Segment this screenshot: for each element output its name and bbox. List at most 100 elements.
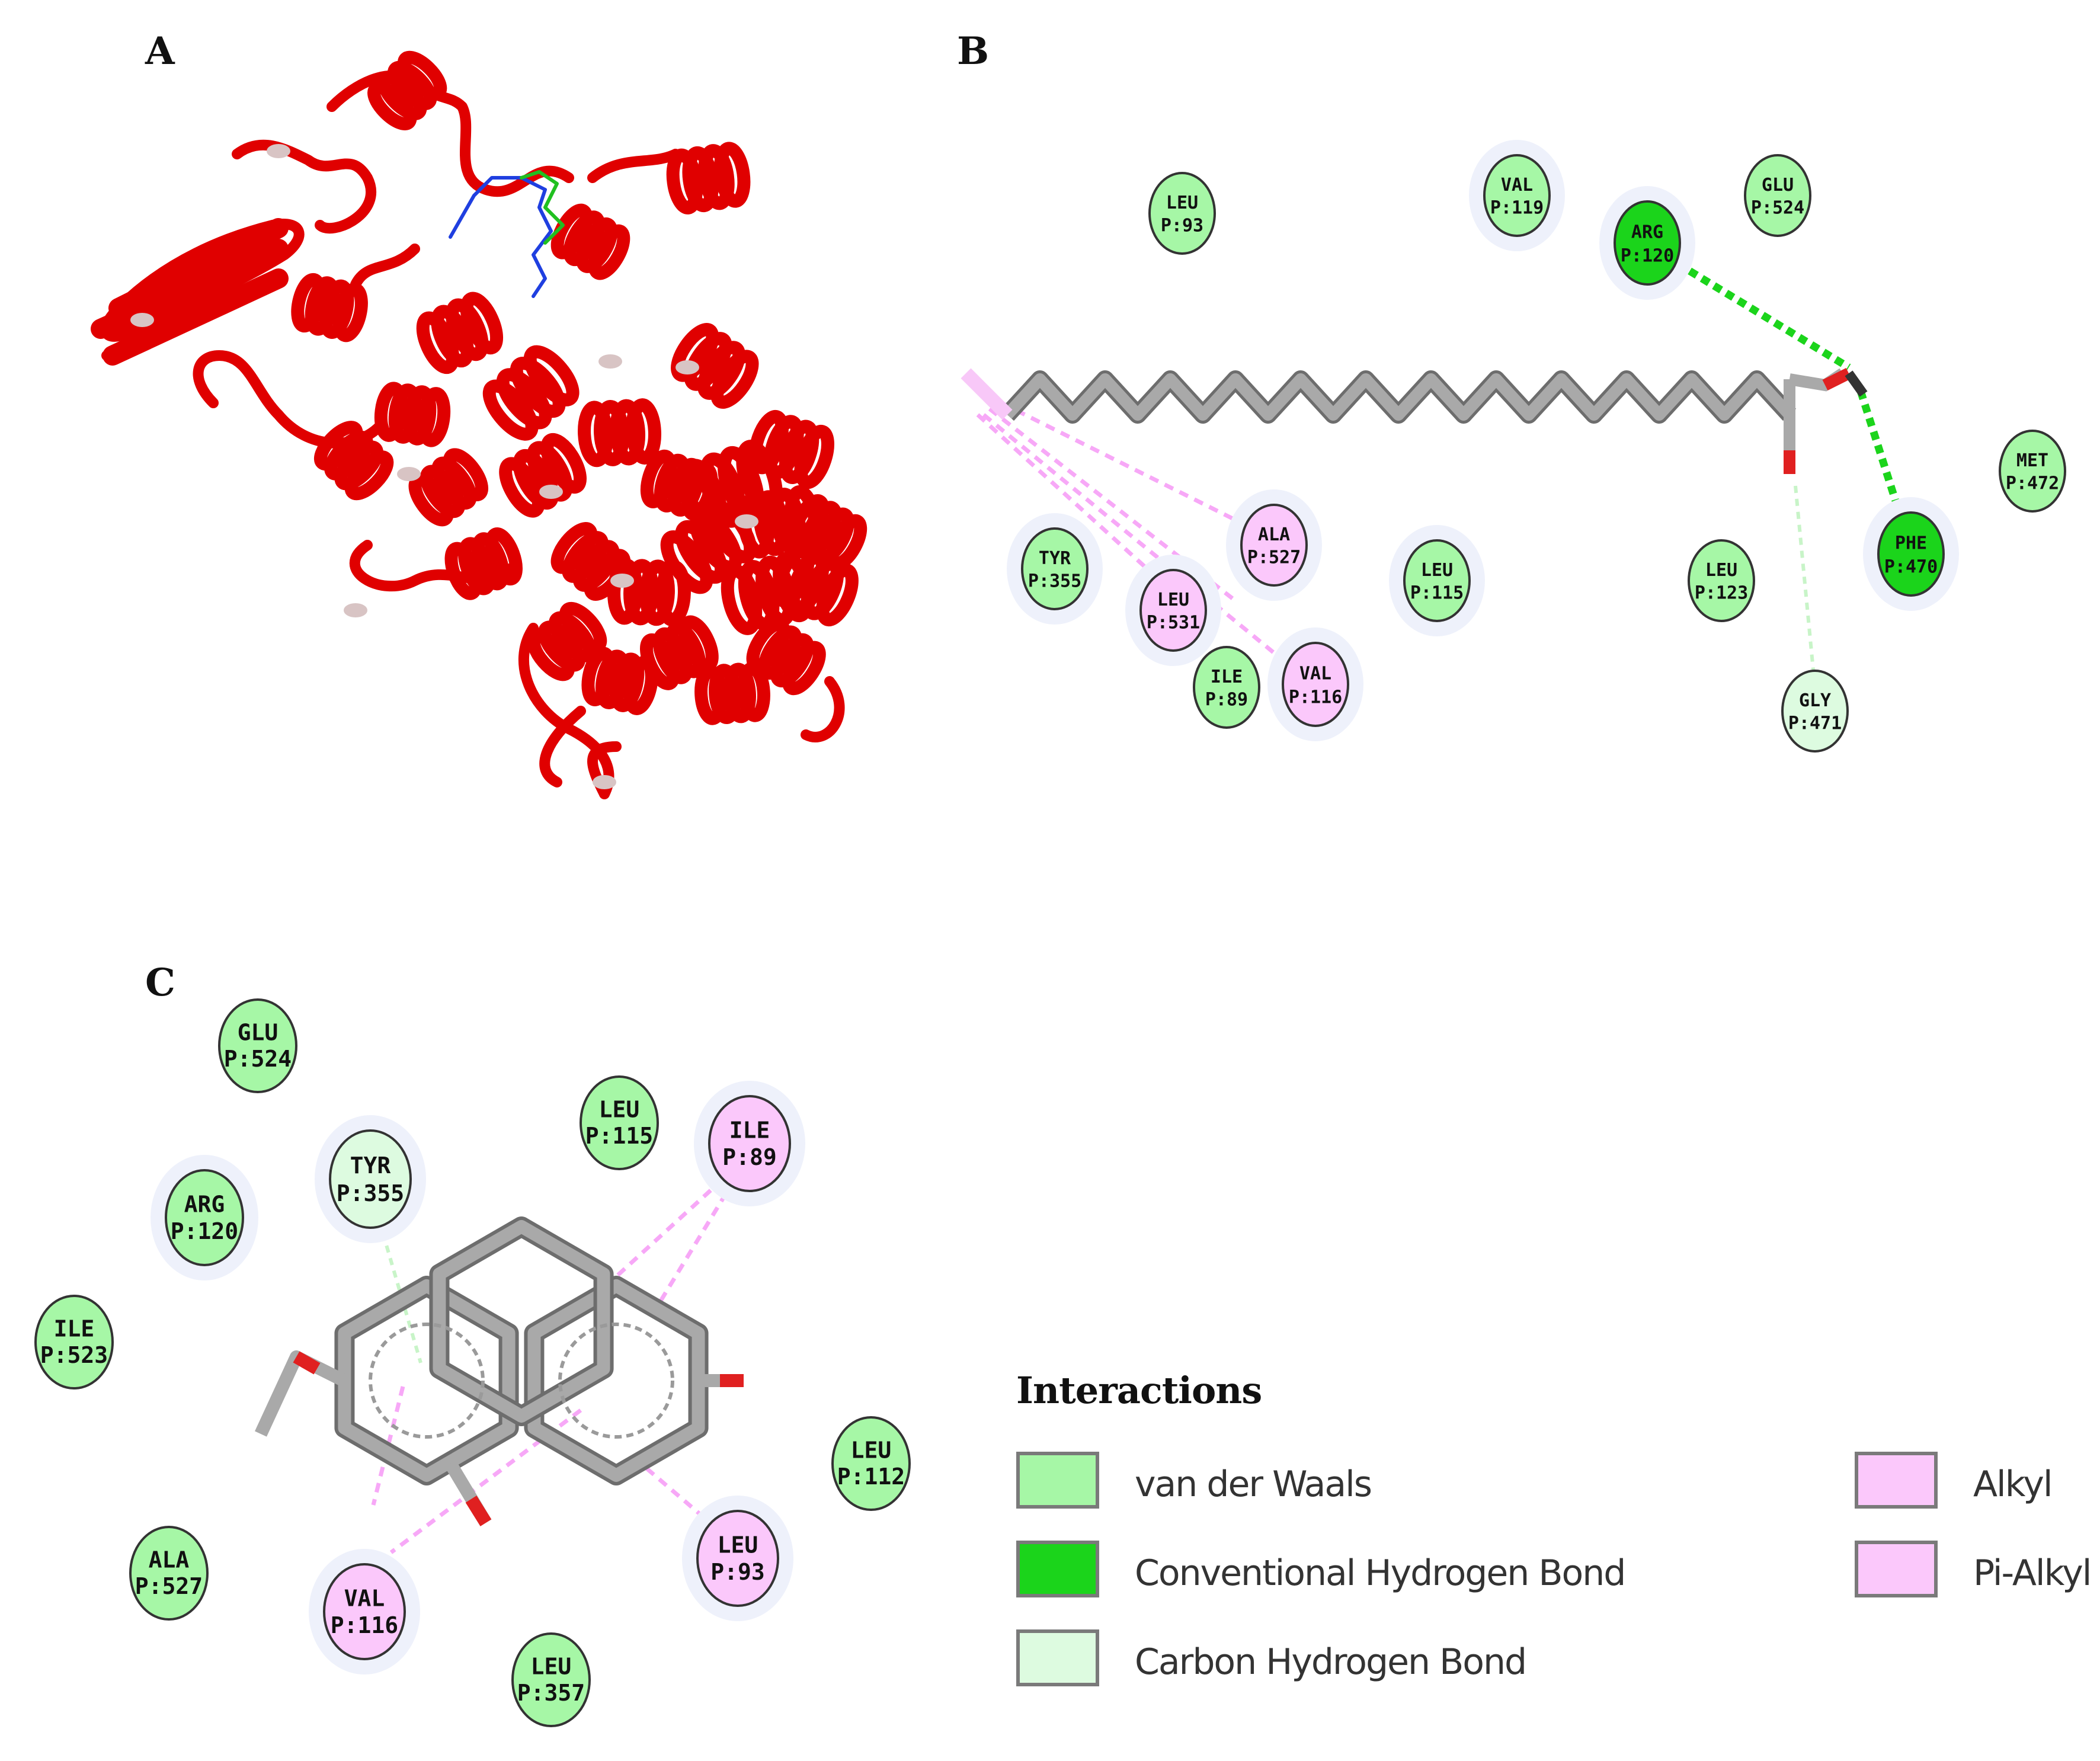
residue-position: P:116 xyxy=(1289,687,1342,708)
residue-name: PHE xyxy=(1895,533,1927,554)
coil-loop xyxy=(193,350,385,449)
helix-turn xyxy=(625,398,661,465)
residue-position: P:89 xyxy=(1205,690,1248,710)
residue-position: P:524 xyxy=(224,1046,292,1072)
helix-turn xyxy=(485,527,523,586)
residue-name: LEU xyxy=(1166,193,1198,213)
residue-disc xyxy=(323,1563,406,1660)
residue-name: GLY xyxy=(1799,690,1831,711)
residue-name: LEU xyxy=(718,1532,758,1558)
residue-position: P:120 xyxy=(1621,246,1674,267)
coil-loop xyxy=(350,244,420,290)
residue-disc xyxy=(1781,670,1849,753)
ligand-2d-structure-b xyxy=(961,368,1868,474)
helix-turn xyxy=(540,433,587,494)
residue-position: P:112 xyxy=(837,1464,905,1490)
residue-position: P:531 xyxy=(1147,613,1200,633)
alkyl-leu531-b xyxy=(976,413,1175,594)
ribbon-highlight xyxy=(397,467,421,481)
residue-disc xyxy=(1282,642,1349,727)
fatty-acid-chain xyxy=(1003,373,1794,421)
legend-swatch-carbon-hydrogen-bond xyxy=(1016,1629,1099,1686)
hydroxyl-oxygen xyxy=(1822,368,1852,390)
helix-turn xyxy=(496,368,552,430)
residue-position: P:524 xyxy=(1751,198,1804,219)
residue-name: MET xyxy=(2016,450,2048,471)
residue-name: GLU xyxy=(238,1020,278,1046)
residue-position: P:119 xyxy=(1490,198,1544,219)
terminal-methyl xyxy=(961,368,1013,420)
legend-swatch-pi-alkyl xyxy=(1855,1541,1938,1597)
residue-name: TYR xyxy=(350,1152,391,1179)
residue-position: P:116 xyxy=(331,1612,398,1638)
coil-loop xyxy=(539,706,586,787)
helix-turn xyxy=(588,224,630,280)
left-ring xyxy=(338,1279,516,1482)
residue-name: ALA xyxy=(1258,524,1290,545)
residue-disc xyxy=(329,1129,412,1229)
helix-turn xyxy=(681,462,718,521)
interaction-diagram-b: LEUP:93VALP:119ARGP:120GLUP:524METP:472P… xyxy=(961,140,2066,753)
residue-position: P:123 xyxy=(1695,583,1748,604)
legend-item-carbon-hydrogen-bond: Carbon Hydrogen Bond xyxy=(1016,1629,1550,1695)
residue-position: P:355 xyxy=(1028,571,1081,592)
residue-position: P:93 xyxy=(710,1559,765,1585)
legend-swatch-conventional-hydrogen-bond xyxy=(1016,1541,1099,1597)
hydroxyl-oxygen-c1 xyxy=(465,1496,492,1526)
residue-disc xyxy=(511,1632,591,1727)
helix-turn xyxy=(794,424,834,489)
residue-position: P:355 xyxy=(337,1180,404,1206)
residue-disc xyxy=(1877,511,1945,597)
left-aromatic-circle xyxy=(369,1323,485,1439)
residue-name: LEU xyxy=(1157,590,1189,610)
residue-disc xyxy=(1999,430,2066,513)
residue-position: P:115 xyxy=(585,1123,653,1149)
ribbon-highlight xyxy=(593,775,616,789)
hbond-phe470 xyxy=(1856,390,1906,523)
helix-turn xyxy=(782,641,826,696)
residue-disc xyxy=(708,1095,791,1192)
alkyl-ile89-b xyxy=(650,1178,737,1317)
hbond-arg120 xyxy=(1651,245,1851,371)
ribbon-highlight xyxy=(539,485,563,499)
residue-position: P:472 xyxy=(2006,473,2059,494)
residue-phe-470: PHE P:470 xyxy=(1863,497,1959,611)
residue-position: P:470 xyxy=(1884,557,1938,578)
helix-turn xyxy=(510,356,566,418)
ribbon-highlight xyxy=(735,514,758,529)
panel-label-c: C xyxy=(145,960,175,1005)
panel-label-b: B xyxy=(957,29,989,73)
right-ring xyxy=(527,1279,705,1482)
protein-ribbon-structure xyxy=(91,50,867,799)
legend-swatch-van-der-waals xyxy=(1016,1452,1099,1509)
residue-leu-531: LEU P:531 xyxy=(1125,555,1221,666)
residue-disc xyxy=(34,1295,114,1389)
helix-turn xyxy=(718,446,764,521)
protein-ribbon xyxy=(91,50,867,799)
legend-item-van-der-waals: van der Waals xyxy=(1016,1452,1550,1517)
residue-disc xyxy=(1403,539,1471,622)
residue-position: P:93 xyxy=(1161,216,1203,236)
helix-turn xyxy=(417,387,451,447)
ligand-pose-green xyxy=(520,170,565,245)
residue-disc xyxy=(1139,569,1207,652)
right-aromatic-circle xyxy=(558,1323,674,1439)
helix-turn xyxy=(623,655,658,715)
coil-loop xyxy=(232,139,377,234)
residue-name: ILE xyxy=(729,1117,770,1143)
beta-strand xyxy=(91,239,289,339)
legend-swatch-alkyl xyxy=(1855,1452,1938,1509)
